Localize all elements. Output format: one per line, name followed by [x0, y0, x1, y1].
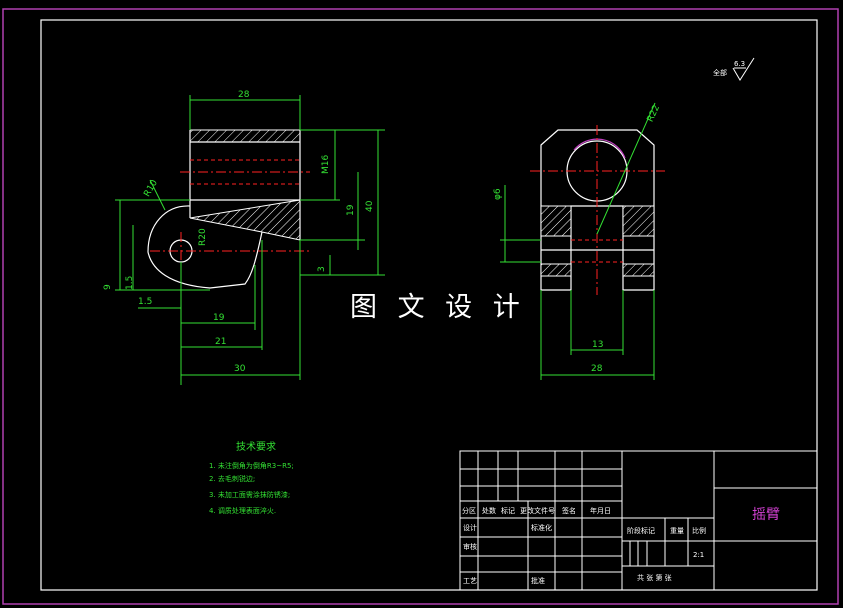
technical-requirements: 技术要求 1. 未注倒角为倒角R3~R5; 2. 去毛刺锐边; 3. 未加工面需… [209, 440, 294, 515]
tech-req-title: 技术要求 [236, 440, 276, 453]
dim-28: 28 [238, 90, 250, 100]
scale-value: 2:1 [693, 551, 704, 559]
lbl-biaozhunhua: 标准化 [531, 523, 552, 532]
dim-19-h: 19 [213, 313, 225, 323]
hdr-fenqu: 分区 [462, 506, 476, 515]
title-block [459, 450, 818, 591]
dim-3: 3 [317, 266, 327, 272]
dim-21: 21 [215, 337, 226, 347]
watermark-text: 图 文 设 计 [350, 292, 526, 323]
dim-30: 30 [234, 364, 246, 374]
hdr-biaoji: 标记 [501, 506, 515, 515]
roughness-symbol: 全部 6.3 [713, 57, 755, 81]
lbl-zhongliang: 重量 [670, 527, 684, 535]
dim-r22: R22 [646, 104, 663, 124]
drawing-frame [40, 19, 818, 591]
bore-hatch-top [189, 129, 301, 143]
lbl-jieduan: 阶段标记 [627, 526, 655, 535]
lbl-bili: 比例 [692, 526, 706, 535]
roughness-label: 全部 [713, 68, 727, 77]
tech-req-item: 1. 未注倒角为倒角R3~R5; [209, 461, 294, 470]
tech-req-item: 2. 去毛刺锐边; [209, 474, 255, 483]
tech-req-item: 3. 未加工面需涂抹防锈漆; [209, 490, 290, 499]
tech-req-item: 4. 调质处理表面淬火. [209, 506, 276, 515]
hdr-wenjian: 更改文件号 [520, 506, 555, 515]
lbl-shenhe: 审核 [463, 542, 477, 551]
dim-1-5-v: 1.5 [125, 276, 135, 290]
dim-28-side: 28 [591, 364, 603, 374]
dim-19: 19 [346, 204, 356, 216]
dim-9: 9 [103, 284, 113, 290]
lbl-pizhun: 批准 [531, 576, 545, 585]
hdr-qianming: 签名 [562, 506, 576, 515]
dim-phi6: φ6 [493, 188, 503, 200]
side-view: R22 φ6 13 28 [493, 102, 665, 380]
sheet-count: 共 张 第 张 [637, 573, 672, 582]
lbl-sheji: 设计 [463, 523, 477, 532]
dim-13: 13 [592, 340, 603, 350]
dim-40: 40 [365, 200, 375, 212]
hdr-riqi: 年月日 [590, 506, 611, 515]
dim-m16: M16 [321, 155, 331, 174]
dim-r20: R20 [198, 228, 208, 246]
part-name: 摇臂 [752, 507, 780, 523]
lbl-gongyi: 工艺 [463, 577, 477, 585]
roughness-value: 6.3 [734, 60, 745, 68]
title-block-text: 分区 处数 标记 更改文件号 签名 年月日 设计 标准化 审核 工艺 批准 阶段… [462, 506, 780, 585]
viewport-border [2, 8, 839, 605]
hdr-chushu: 处数 [482, 506, 496, 515]
front-view: 28 M16 19 40 3 R10 R20 9 1.5 1.5 19 21 3… [103, 90, 385, 385]
dim-1-5-h: 1.5 [138, 297, 152, 307]
